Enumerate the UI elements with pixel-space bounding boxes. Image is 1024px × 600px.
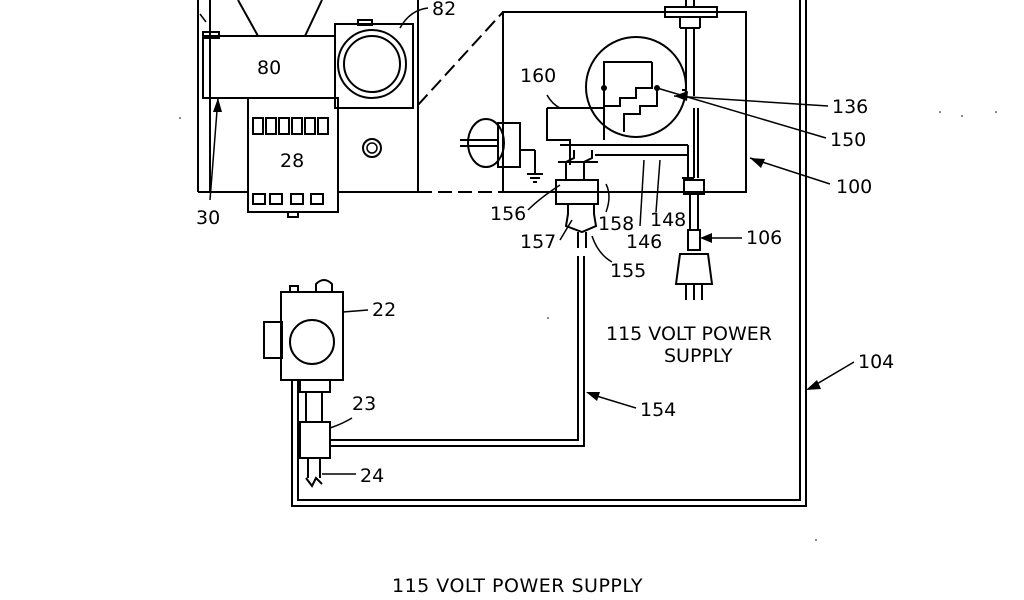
- label-155: 155: [610, 260, 646, 282]
- power-plug-106: [674, 179, 714, 300]
- connector-157: [555, 150, 599, 248]
- power-supply-note-line1: 115 VOLT POWER: [606, 323, 772, 345]
- component-82: [334, 19, 414, 109]
- wire-154: [330, 256, 585, 447]
- pilot-burner: [460, 118, 521, 168]
- terminal-row-bottom: [252, 193, 324, 205]
- terminal-row-top: [252, 117, 329, 135]
- label-148: 148: [650, 209, 686, 231]
- label-156: 156: [490, 203, 526, 225]
- leader-lines: [209, 7, 855, 475]
- knob: [362, 138, 382, 158]
- relay-136: [585, 36, 687, 140]
- label-158: 158: [598, 213, 634, 235]
- label-24: 24: [360, 465, 384, 487]
- label-22: 22: [372, 299, 396, 321]
- label-104: 104: [858, 351, 894, 373]
- figure-caption: 115 VOLT POWER SUPPLY: [392, 575, 643, 597]
- dash-connectors: [417, 11, 504, 193]
- label-30: 30: [196, 207, 220, 229]
- label-146: 146: [626, 231, 662, 253]
- label-150: 150: [830, 129, 866, 151]
- scan-speckles: [179, 111, 997, 541]
- control-box-wiring: [520, 107, 699, 183]
- label-28: 28: [280, 150, 304, 172]
- component-23: [299, 392, 331, 488]
- label-106: 106: [746, 227, 782, 249]
- power-supply-note-line2: SUPPLY: [664, 345, 733, 367]
- control-box-100: [502, 0, 747, 193]
- component-22: [263, 279, 344, 393]
- label-80: 80: [257, 57, 281, 79]
- label-100: 100: [836, 176, 872, 198]
- component-28: [247, 97, 339, 218]
- label-160: 160: [520, 65, 556, 87]
- label-136: 136: [832, 96, 868, 118]
- label-82: 82: [432, 0, 456, 20]
- wire-104: [291, 0, 807, 507]
- label-23: 23: [352, 393, 376, 415]
- reference-numerals: 82 80 28 30 160 136 150 100 156 157 158 …: [196, 0, 894, 487]
- label-157: 157: [520, 231, 556, 253]
- label-154: 154: [640, 399, 676, 421]
